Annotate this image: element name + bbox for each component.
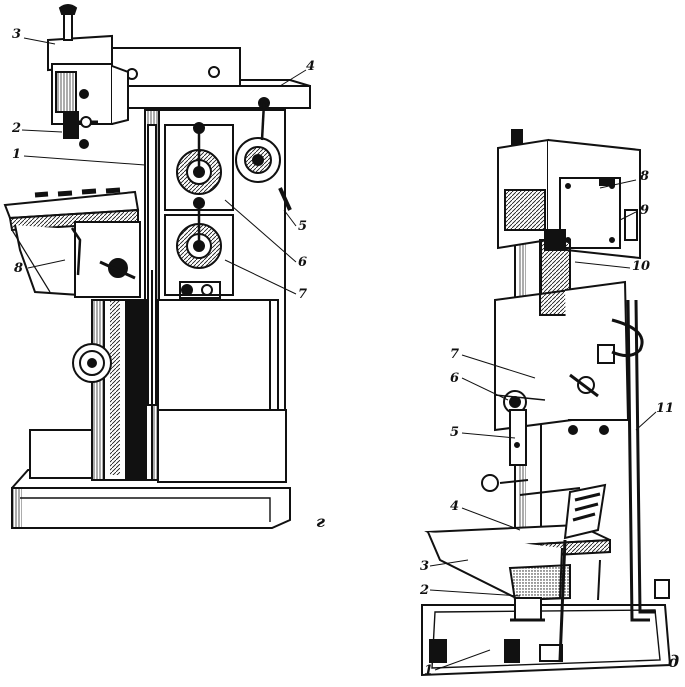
callout-d-8: 8	[640, 169, 650, 184]
callout-g-1: 1	[12, 147, 22, 162]
callout-g-4: 4	[306, 59, 316, 74]
callout-g-2: 2	[12, 121, 22, 136]
callout-d-3: 3	[420, 559, 430, 574]
callout-g-3: 3	[12, 27, 22, 42]
callout-g-5: 5	[298, 219, 308, 234]
caption-d: д	[668, 652, 680, 671]
callout-g-8: 8	[14, 261, 24, 276]
drilling-machine-drawing	[421, 129, 672, 677]
callout-d-6: 6	[450, 371, 460, 386]
callout-d-5: 5	[450, 425, 460, 440]
callout-d-10: 10	[632, 259, 651, 274]
caption-g: г	[316, 512, 325, 531]
callout-d-7: 7	[450, 347, 460, 362]
callout-d-9: 9	[640, 203, 650, 218]
milling-machine-drawing	[3, 4, 311, 529]
callout-d-4: 4	[450, 499, 460, 514]
callout-d-11: 11	[656, 401, 675, 416]
callout-g-7: 7	[298, 287, 308, 302]
callout-d-1: 1	[424, 663, 434, 678]
callout-leaders	[21, 37, 657, 671]
callout-g-6: 6	[298, 255, 308, 270]
callout-d-2: 2	[420, 583, 430, 598]
